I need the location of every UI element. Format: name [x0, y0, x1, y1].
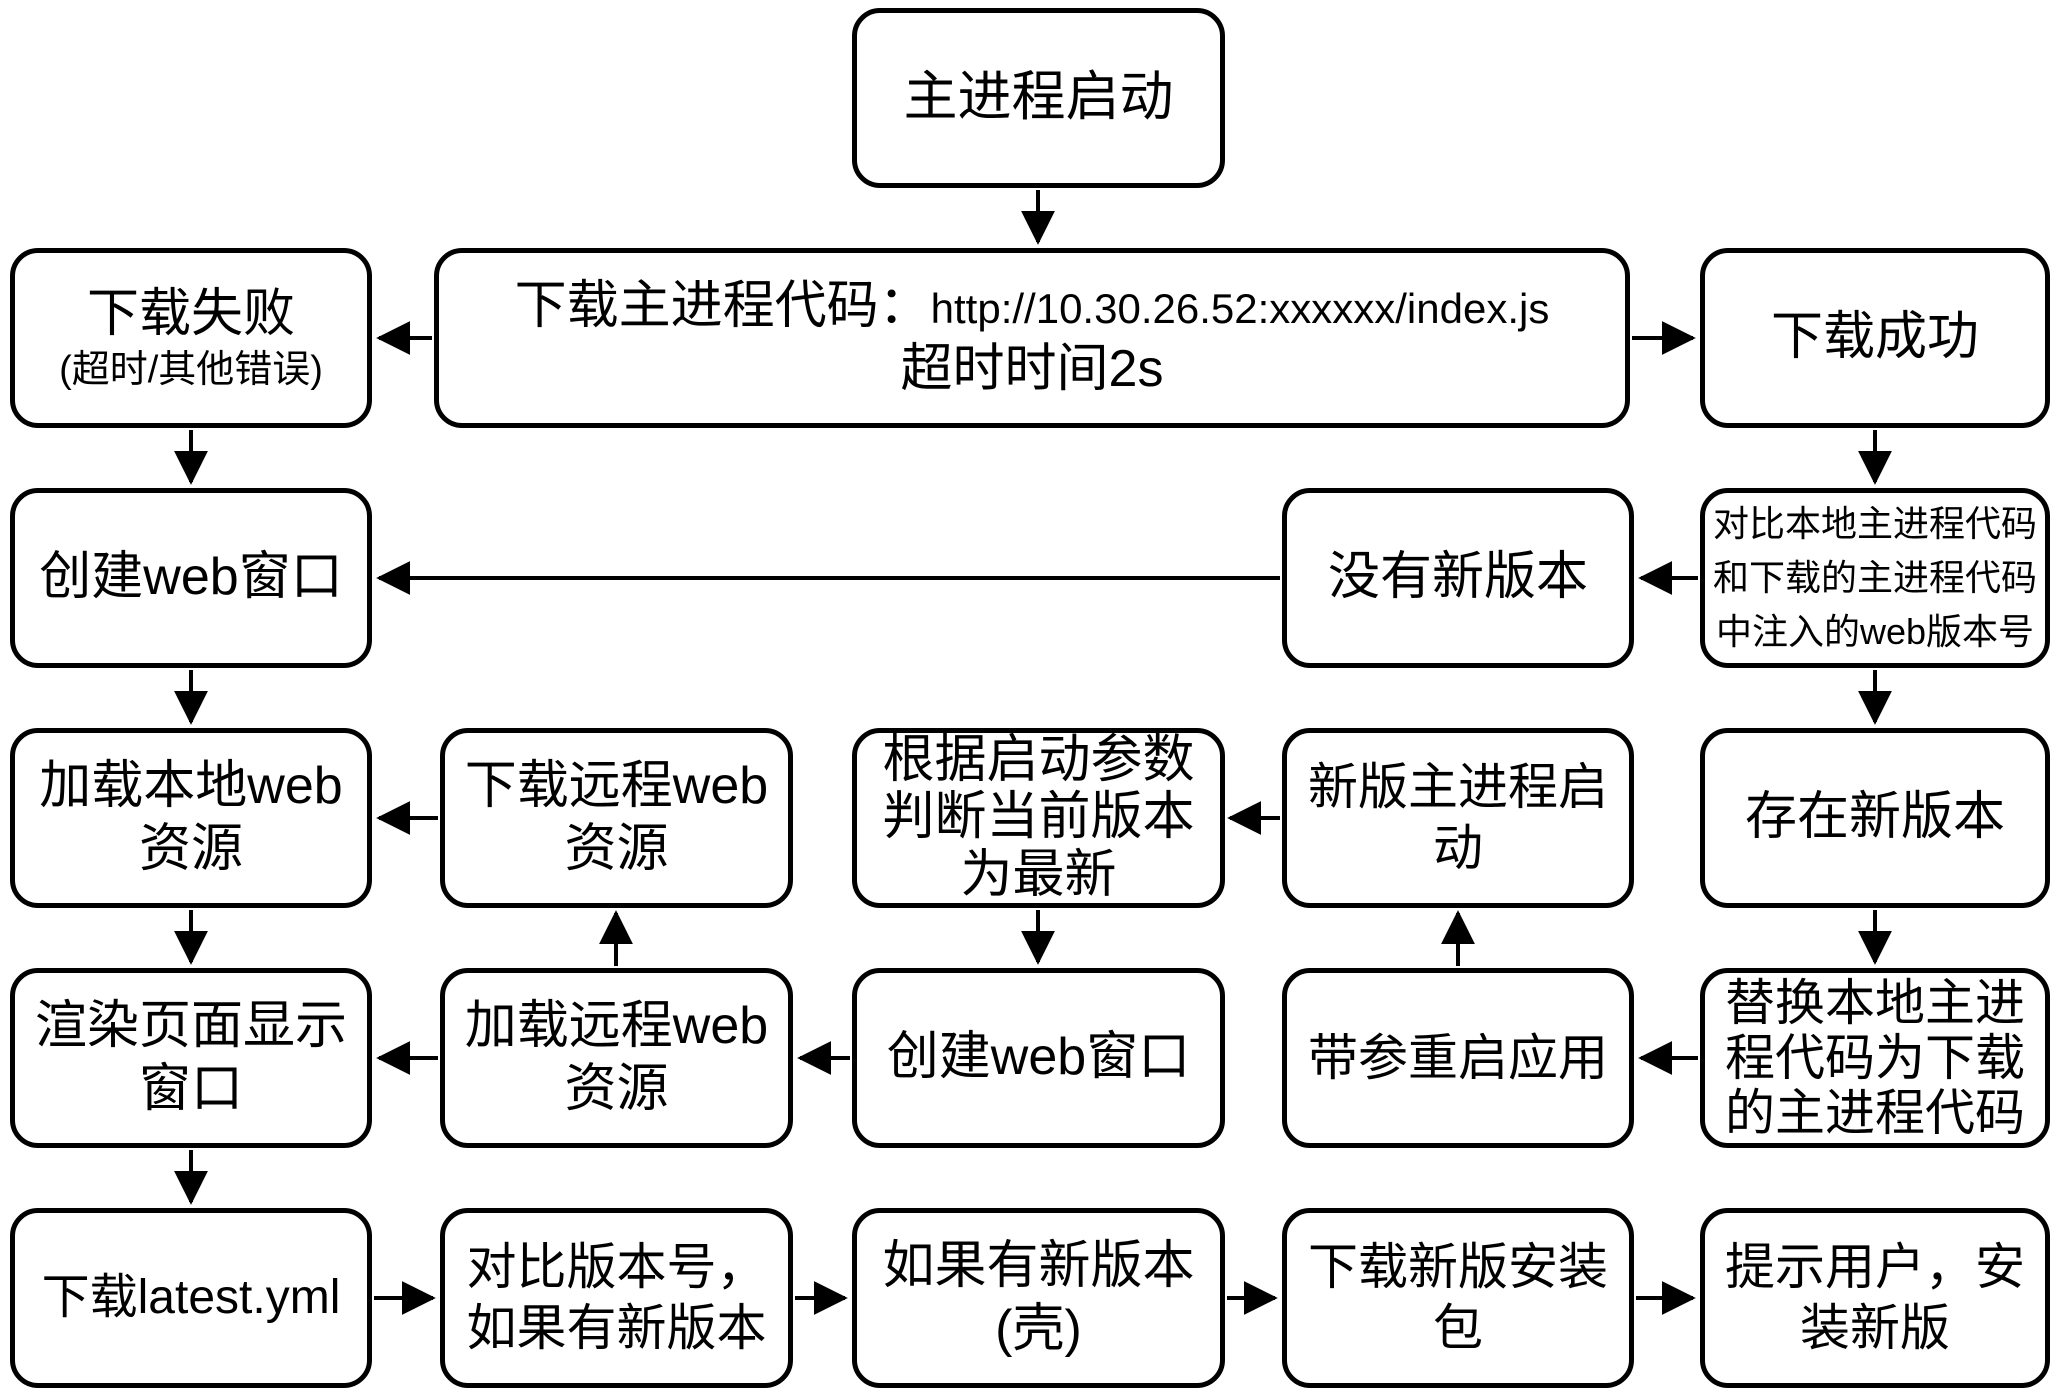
node-download-success-label: 下载成功 [1770, 308, 1979, 367]
node-judge-current-latest: 根据启动参数 判断当前版本 为最新 [852, 728, 1225, 908]
node-restart-with-args-label: 带参重启应用 [1308, 1029, 1608, 1086]
node-compare-injected-version-line3: 中注入的web版本号 [1715, 611, 2035, 652]
node-compare-injected-version-line2: 和下载的主进程代码 [1712, 557, 2037, 598]
node-create-web-window: 创建web窗口 [10, 488, 372, 668]
node-download-latest-yml: 下载latest.yml [10, 1208, 372, 1388]
node-create-web-window-2: 创建web窗口 [852, 968, 1225, 1148]
node-render-page-window-line2: 窗口 [138, 1060, 243, 1118]
node-judge-current-latest-line2: 判断当前版本 [882, 788, 1195, 847]
node-download-remote-web-line1: 下载远程web [464, 756, 769, 815]
node-load-remote-web-line1: 加载远程web [464, 996, 769, 1055]
node-download-remote-web-line2: 资源 [564, 820, 669, 878]
node-download-fail: 下载失败 (超时/其他错误) [10, 248, 372, 428]
node-load-remote-web-line2: 资源 [564, 1060, 669, 1118]
node-load-remote-web: 加载远程web 资源 [440, 968, 793, 1148]
node-if-new-version-shell: 如果有新版本 (壳) [852, 1208, 1225, 1388]
node-download-fail-title: 下载失败 [86, 285, 295, 344]
node-exist-new-version: 存在新版本 [1700, 728, 2050, 908]
node-download-main-timeout: 超时时间2s [900, 340, 1164, 398]
node-if-new-version-shell-line2: (壳) [995, 1300, 1082, 1358]
node-no-new-version: 没有新版本 [1282, 488, 1634, 668]
node-download-new-installer-line1: 下载新版安装 [1308, 1239, 1608, 1295]
node-prompt-user-install-line1: 提示用户，安 [1725, 1239, 2025, 1295]
node-download-fail-subtitle: (超时/其他错误) [59, 348, 323, 391]
node-download-main: 下载主进程代码： http://10.30.26.52:xxxxxx/index… [434, 248, 1630, 428]
node-exist-new-version-label: 存在新版本 [1744, 788, 2005, 847]
node-restart-with-args: 带参重启应用 [1282, 968, 1634, 1148]
node-create-web-window-label: 创建web窗口 [39, 548, 343, 607]
node-render-page-window: 渲染页面显示 窗口 [10, 968, 372, 1148]
node-render-page-window-line1: 渲染页面显示 [34, 996, 347, 1055]
node-start: 主进程启动 [852, 8, 1225, 188]
node-judge-current-latest-line3: 为最新 [960, 845, 1117, 904]
node-load-local-web-line1: 加载本地web [39, 756, 343, 815]
node-replace-local-main-code-line1: 替换本地主进 [1725, 974, 2025, 1031]
node-compare-injected-version: 对比本地主进程代码 和下载的主进程代码 中注入的web版本号 [1700, 488, 2050, 668]
node-compare-version-number-line1: 对比版本号， [466, 1239, 767, 1295]
node-replace-local-main-code: 替换本地主进 程代码为下载 的主进程代码 [1700, 968, 2050, 1148]
node-download-main-line1: 下载主进程代码： http://10.30.26.52:xxxxxx/index… [515, 275, 1550, 338]
node-load-local-web-line2: 资源 [138, 820, 243, 878]
node-download-main-label: 下载主进程代码： [514, 276, 931, 335]
node-new-main-process-start-line1: 新版主进程启 [1308, 759, 1608, 815]
node-start-label: 主进程启动 [903, 67, 1174, 128]
node-new-main-process-start: 新版主进程启 动 [1282, 728, 1634, 908]
node-compare-version-number: 对比版本号， 如果有新版本 [440, 1208, 793, 1388]
node-replace-local-main-code-line3: 的主进程代码 [1725, 1084, 2025, 1141]
node-if-new-version-shell-line1: 如果有新版本 [882, 1236, 1195, 1295]
node-download-new-installer-line2: 包 [1433, 1300, 1483, 1356]
node-create-web-window-2-label: 创建web窗口 [886, 1028, 1191, 1087]
node-download-remote-web: 下载远程web 资源 [440, 728, 793, 908]
node-judge-current-latest-line1: 根据启动参数 [882, 731, 1195, 790]
node-compare-injected-version-line1: 对比本地主进程代码 [1712, 503, 2037, 544]
node-new-main-process-start-line2: 动 [1433, 820, 1483, 876]
node-download-new-installer: 下载新版安装 包 [1282, 1208, 1634, 1388]
node-replace-local-main-code-line2: 程代码为下载 [1725, 1029, 2025, 1086]
node-load-local-web: 加载本地web 资源 [10, 728, 372, 908]
node-download-main-url: http://10.30.26.52:xxxxxx/index.js [930, 284, 1550, 332]
node-prompt-user-install-line2: 装新版 [1800, 1300, 1950, 1356]
node-download-latest-yml-label: 下载latest.yml [41, 1270, 341, 1324]
node-download-success: 下载成功 [1700, 248, 2050, 428]
node-compare-version-number-line2: 如果有新版本 [466, 1300, 767, 1356]
node-no-new-version-label: 没有新版本 [1327, 548, 1588, 607]
node-prompt-user-install: 提示用户，安 装新版 [1700, 1208, 2050, 1388]
